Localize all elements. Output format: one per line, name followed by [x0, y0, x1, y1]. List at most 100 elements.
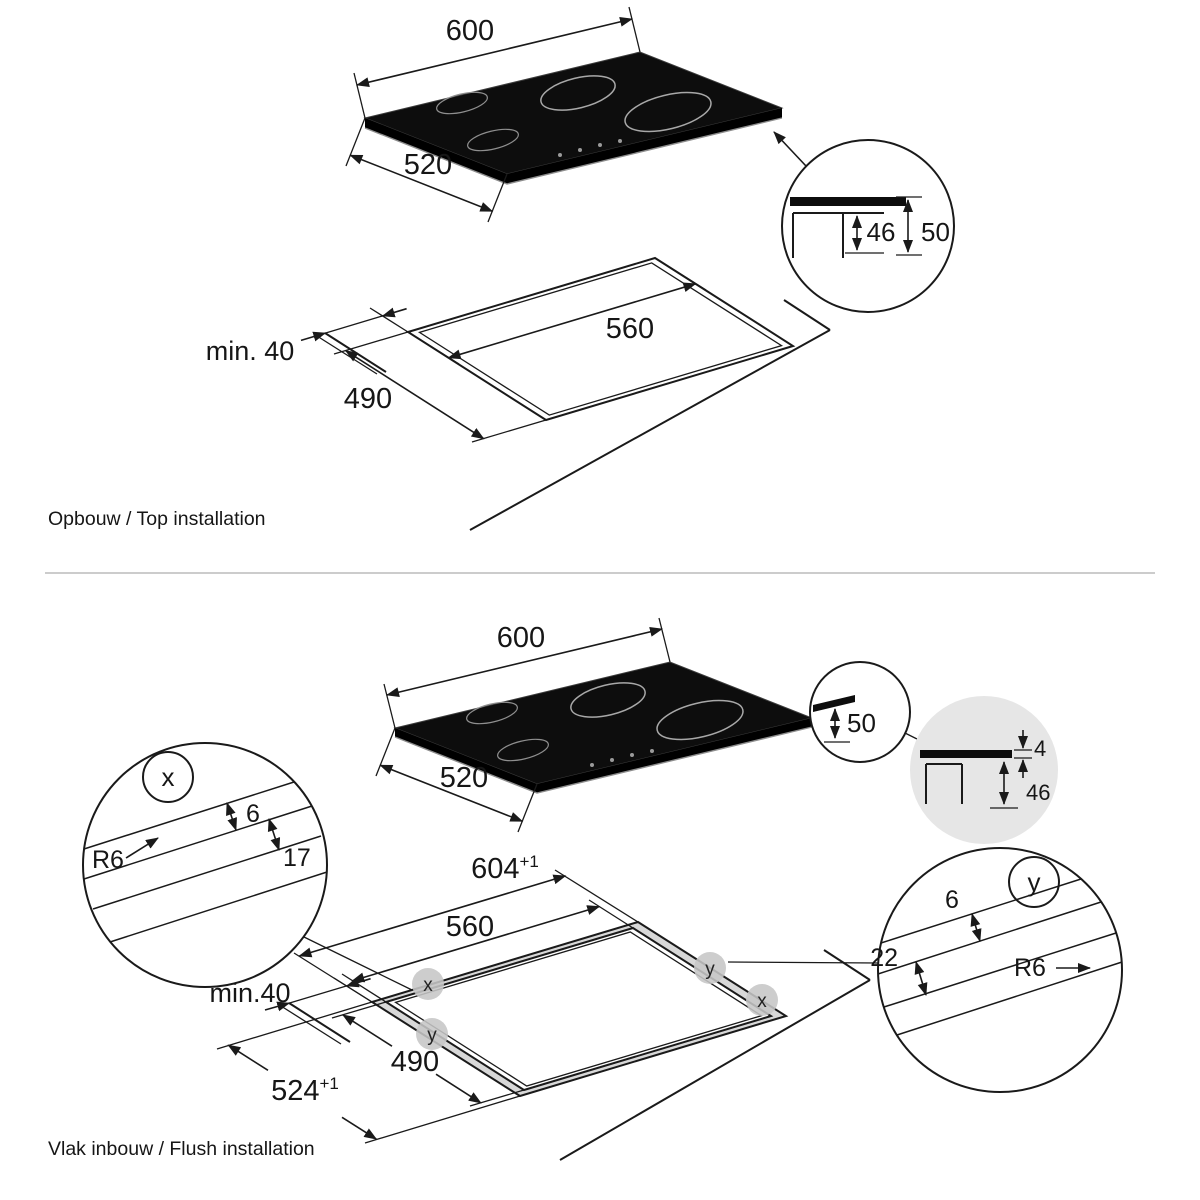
detail-disc [910, 696, 1058, 844]
dim-cutout-depth: 490 [333, 331, 547, 443]
outer-depth-tolerance: +1 [320, 1074, 339, 1093]
radius-label: R6 [1014, 954, 1046, 982]
worktop-side-edge [783, 299, 831, 331]
marker-badge [694, 952, 726, 984]
outer-width-value: 604 [471, 853, 519, 885]
worktop-left-edge [324, 332, 387, 373]
glass-edge [813, 695, 855, 712]
extension-line [333, 977, 373, 1003]
control-dot [578, 148, 582, 152]
dimension-line [356, 16, 633, 88]
edge-distance-label: min. 40 [206, 336, 295, 366]
dimension-line [298, 874, 567, 958]
control-dot [598, 143, 602, 147]
hob-width-label: 600 [497, 622, 545, 654]
arrow [264, 1001, 291, 1012]
dim-hob-depth-flush: 520 [375, 727, 538, 833]
worktop-front-edge [559, 979, 871, 1161]
dimension-line [227, 1044, 269, 1071]
y-label-circle [1008, 856, 1060, 908]
detail-circle [781, 139, 955, 313]
outer-depth-label: 524+1 [271, 1074, 339, 1107]
y-label: y [1028, 867, 1041, 897]
dimension-span [325, 315, 383, 334]
extension-line [353, 72, 366, 119]
hob-height-label: 50 [847, 708, 876, 738]
worktop-left-edge-inner [316, 335, 378, 375]
worktop-left-edge [288, 1002, 351, 1043]
marker-badge [746, 984, 778, 1016]
flex-zone [466, 701, 518, 725]
dimension-line [349, 154, 494, 212]
hob-depth-label: 520 [440, 762, 488, 794]
dimension-line [435, 1073, 482, 1104]
radius-label: R6 [92, 846, 124, 874]
control-dot [610, 758, 614, 762]
hob-side-right [507, 108, 782, 184]
step-height-label: 6 [945, 886, 959, 914]
layer-line [896, 961, 1123, 1036]
cutout-width-label: 560 [606, 313, 654, 345]
outer-depth-value: 524 [271, 1075, 319, 1107]
dimension-line [447, 282, 697, 360]
dim-outer-depth: 524+1 [216, 1001, 521, 1144]
step-height-label: 6 [246, 800, 260, 828]
ledge-width-label: 17 [283, 844, 311, 872]
layer-line [92, 835, 322, 910]
dim-cutout-width: 560 [407, 257, 707, 365]
extension-line [333, 331, 409, 355]
burner-ring [624, 91, 712, 133]
detail-circle [82, 742, 328, 988]
dim-hob-depth: 520 [345, 117, 508, 223]
extension-line [216, 1001, 373, 1050]
marker-letter: y [705, 959, 715, 980]
worktop-front-edge [469, 329, 831, 531]
extension-line [658, 617, 671, 663]
cutout-outline [405, 256, 796, 422]
dimension-line [914, 961, 928, 996]
top-installation-diagram: 560 490 min. 40 [48, 6, 955, 531]
marker-badge [412, 968, 444, 1000]
dim-edge-distance: min. 40 [206, 307, 409, 366]
marker-badge [416, 1018, 448, 1050]
leader-line [727, 961, 879, 964]
extension-line [628, 6, 641, 53]
hob-frame-trim [394, 726, 813, 794]
dimension-line [351, 905, 601, 983]
extension-line [487, 173, 508, 223]
dim-hob-width-flush: 600 [383, 617, 671, 729]
top-hob [363, 51, 784, 185]
extension-line [554, 869, 639, 923]
cutout-depth-label: 490 [344, 383, 392, 415]
glass-thickness-label: 4 [1034, 736, 1046, 761]
extension-line [345, 117, 366, 167]
inner-depth-label: 490 [391, 1046, 439, 1078]
hob-depth-label: 520 [404, 149, 452, 181]
flush-installation-diagram: x 6 17 R6 y 6 22 R6 [48, 617, 1123, 1161]
control-dot [618, 139, 622, 143]
rebate-markers: y x x y [412, 952, 778, 1050]
arrow [381, 307, 407, 318]
extension-line [364, 1095, 521, 1144]
marker-letter: x [757, 991, 767, 1012]
hob-height-detail: 50 [809, 661, 911, 763]
dimension-line [344, 350, 485, 440]
worktop-left-edge-inner [280, 1005, 342, 1045]
extension-line [654, 257, 707, 291]
hob-frame-trim [364, 117, 783, 185]
extension-line [375, 727, 396, 777]
leader-line [904, 732, 918, 740]
inner-width-label: 560 [446, 911, 494, 943]
flush-worktop-cutout [280, 920, 871, 1161]
worktop-side-edge [823, 949, 871, 981]
top-caption: Opbouw / Top installation [48, 508, 266, 530]
extension-line [407, 331, 460, 365]
extension-line [383, 683, 396, 729]
flush-edge-detail: 4 46 [904, 696, 1058, 844]
top-edge-detail: 46 50 [781, 139, 955, 313]
build-in-depth-label: 46 [1026, 780, 1050, 805]
arrow [345, 977, 371, 988]
flex-zone [467, 128, 519, 152]
flush-detail-y: y 6 22 R6 [727, 847, 1123, 1093]
